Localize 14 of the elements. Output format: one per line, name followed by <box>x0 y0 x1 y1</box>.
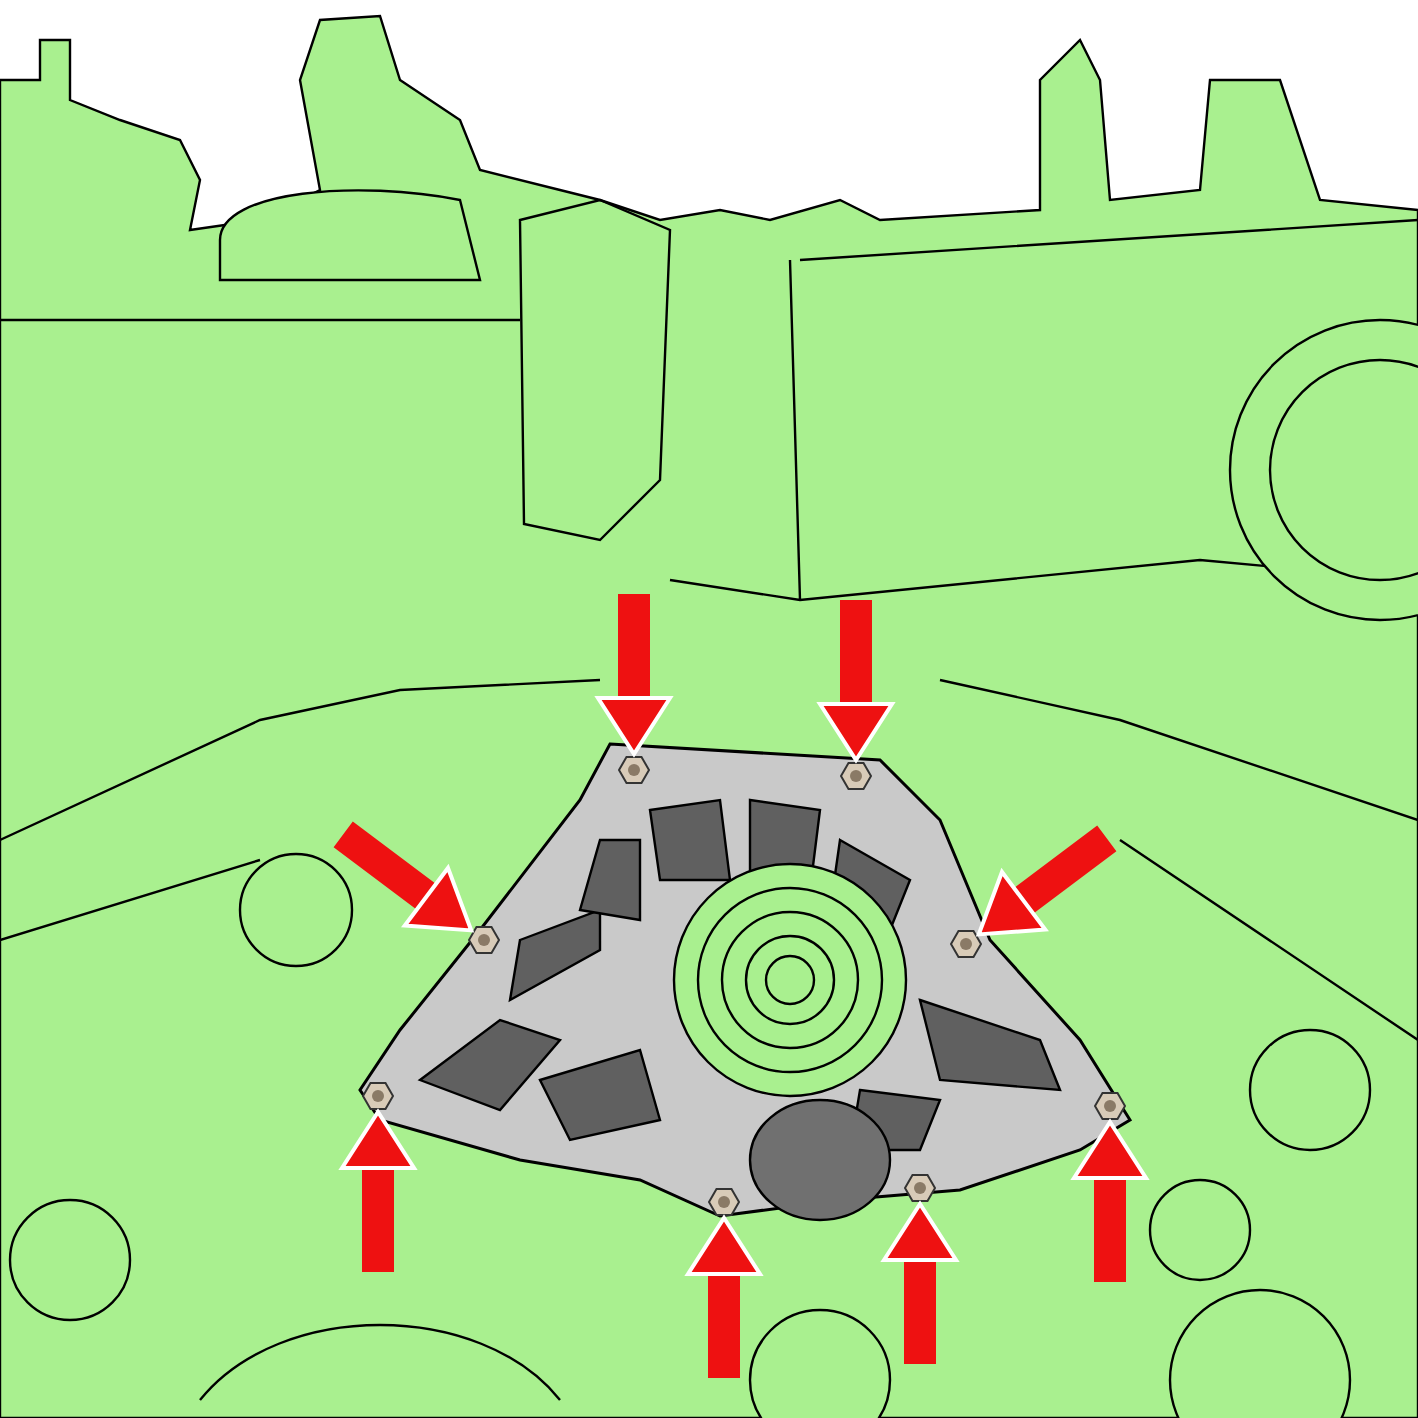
bolt-head <box>950 928 982 960</box>
bolt-head <box>618 754 650 786</box>
bolt-head <box>362 1080 394 1112</box>
arrow <box>818 600 894 762</box>
bolt-head <box>1094 1090 1126 1122</box>
bolt-head <box>904 1172 936 1204</box>
arrow <box>686 1216 762 1378</box>
arrow <box>596 594 672 756</box>
arrow <box>340 1110 416 1272</box>
bolt-head <box>840 760 872 792</box>
bolt-head <box>708 1186 740 1218</box>
arrow <box>882 1202 958 1364</box>
arrow <box>1072 1120 1148 1282</box>
bolt-head <box>468 924 500 956</box>
